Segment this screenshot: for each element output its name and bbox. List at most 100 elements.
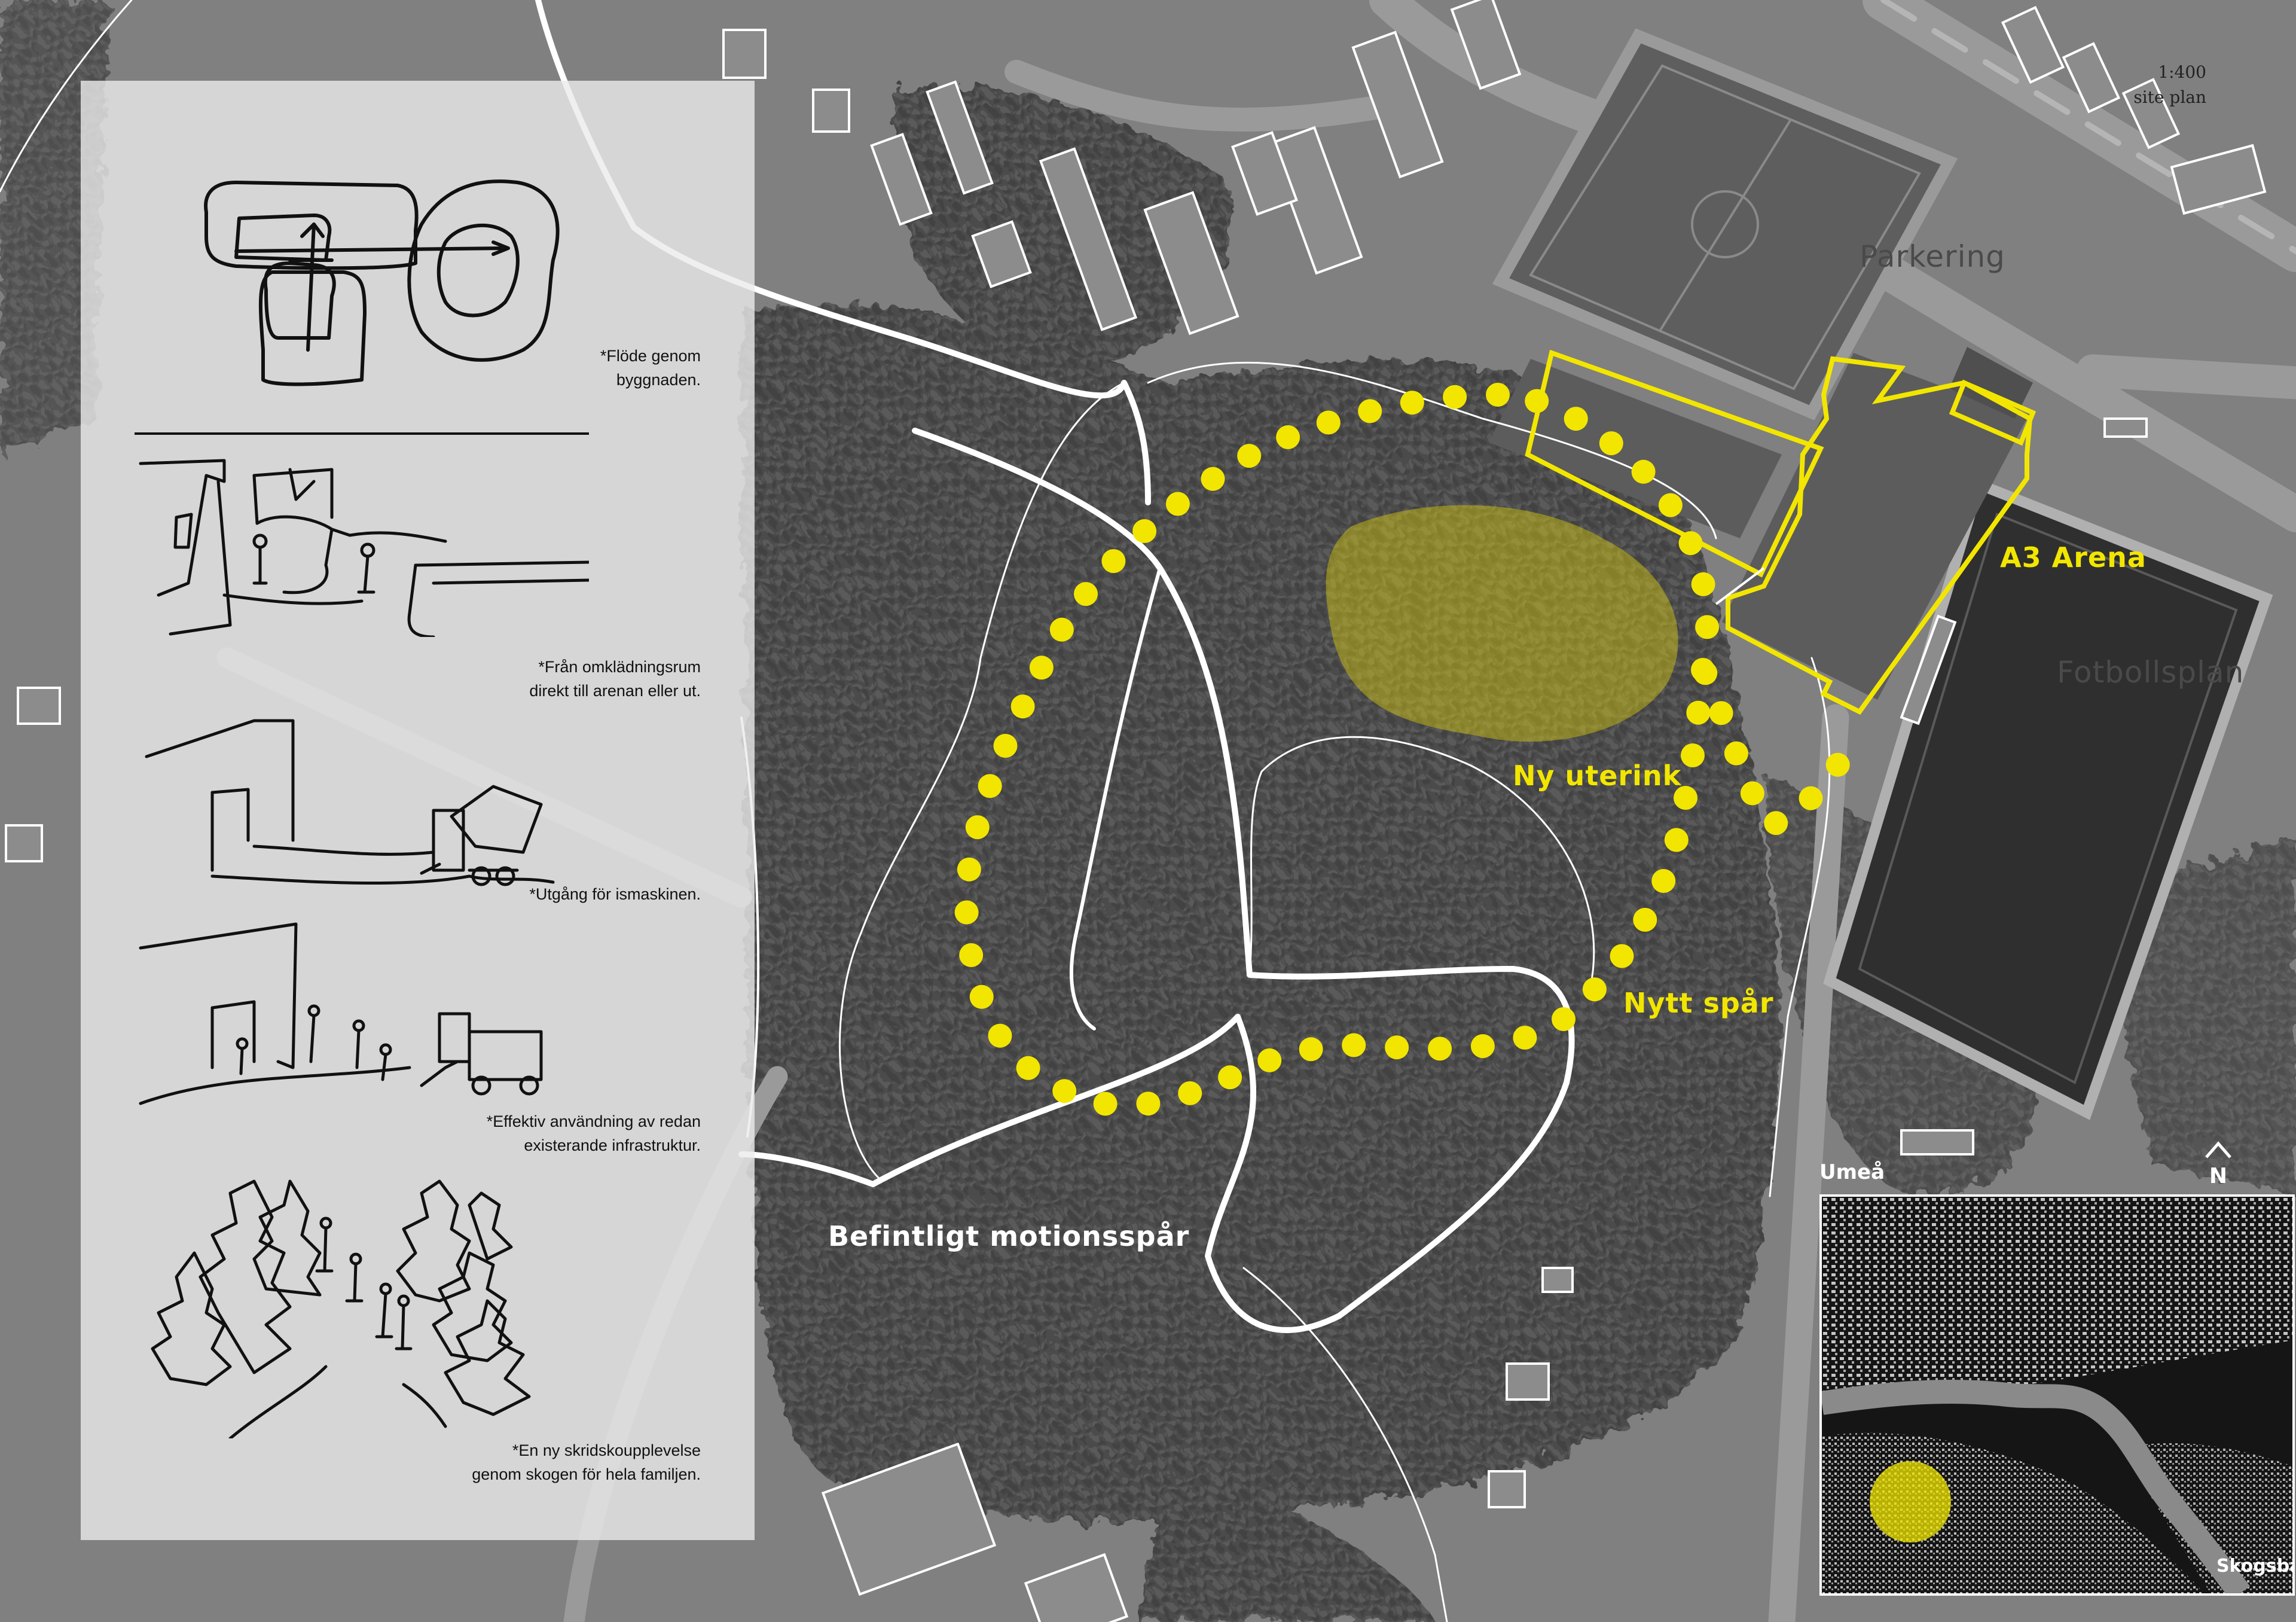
new-trail-dot — [1740, 781, 1764, 806]
new-trail-dot — [969, 984, 994, 1009]
new-trail-dot — [1316, 410, 1341, 435]
existing-trail-label: Befintligt motionsspår — [828, 1220, 1190, 1252]
inset-place-label: Skogsbana — [2216, 1556, 2292, 1577]
new-trail-dot — [1633, 907, 1657, 932]
scale-caption: site plan — [2133, 87, 2206, 107]
new-trail-dot — [1825, 752, 1850, 777]
caption-line: *En ny skridskoupplevelse — [512, 1441, 701, 1459]
new-trail-dot — [993, 734, 1018, 758]
inset-locator-map: Skogsbana — [1819, 1194, 2295, 1596]
new-trail-dot — [1074, 582, 1098, 606]
new-trail-dot — [1552, 1007, 1576, 1031]
site-location-marker — [1870, 1461, 1951, 1542]
caption-line: *Utgång för ismaskinen. — [529, 885, 701, 903]
new-trail — [954, 383, 1850, 1116]
new-trail-dot — [1486, 383, 1510, 407]
new-trail-dot — [965, 815, 990, 840]
new-trail-dot — [1470, 1034, 1495, 1059]
football-pitch-north — [1492, 28, 1958, 420]
new-trail-dot — [1681, 743, 1705, 767]
new-trail-dot — [1658, 493, 1683, 517]
north-arrow: N — [2200, 1139, 2236, 1188]
legend-caption-4: *Effektiv användning av redan existerand… — [487, 1109, 701, 1157]
new-trail-dot — [1016, 1056, 1040, 1080]
new-trail-dot — [1799, 786, 1823, 810]
new-trail-dot — [988, 1023, 1012, 1048]
new-trail-dot — [1136, 1092, 1161, 1116]
new-trail-dot — [959, 943, 984, 967]
legend-caption-5: *En ny skridskoupplevelse genom skogen f… — [472, 1438, 701, 1486]
new-trail-dot — [1631, 459, 1656, 484]
new-trail-dot — [1686, 700, 1711, 725]
new-trail-dot — [1525, 389, 1549, 413]
new-trail-dot — [1400, 391, 1424, 415]
new-trail-dot — [1691, 572, 1715, 596]
new-trail-dot — [1257, 1048, 1282, 1072]
new-trail-dot — [978, 774, 1002, 798]
scale-ratio: 1:400 — [2158, 62, 2206, 82]
arena-outline — [1525, 349, 2037, 715]
arena-label: A3 Arena — [2000, 541, 2147, 574]
new-trail-dot — [1029, 655, 1054, 680]
new-trail-dot — [1709, 701, 1733, 725]
arena-entrance-line — [1715, 567, 1765, 605]
new-trail-dot — [1695, 615, 1720, 639]
residential-buildings — [5, 0, 2267, 1622]
new-trail-dot — [1610, 944, 1634, 968]
new-trail-dot — [1165, 492, 1190, 516]
north-label: N — [2209, 1164, 2228, 1188]
new-trail-dot — [1010, 694, 1035, 719]
new-trail-dot — [1664, 828, 1689, 852]
new-trail-dot — [1052, 1079, 1077, 1103]
new-trail-dot — [1358, 399, 1382, 423]
new-trail-dot — [1218, 1065, 1242, 1090]
caption-line: direkt till arenan eller ut. — [529, 682, 701, 700]
new-trail-dot — [954, 900, 979, 925]
new-trail-label: Nytt spår — [1623, 987, 1774, 1019]
caption-line: genom skogen för hela familjen. — [472, 1465, 701, 1483]
caption-line: *Flöde genom — [600, 347, 701, 365]
legend-caption-2: *Från omklädningsrum direkt till arenan … — [529, 655, 701, 703]
new-trail-dot — [1299, 1037, 1323, 1062]
arena-buildings — [1489, 347, 2033, 700]
new-trail-dot — [1651, 869, 1676, 893]
parking-label: Parkering — [1860, 239, 2005, 274]
new-trail-dot — [1443, 385, 1467, 409]
new-trail-dot — [1764, 811, 1788, 836]
new-trail-dot — [1132, 519, 1157, 543]
new-trail-dot — [1049, 617, 1074, 642]
new-trail-dot — [1101, 549, 1126, 574]
caption-line: existerande infrastruktur. — [524, 1136, 701, 1154]
legend-caption-3: *Utgång för ismaskinen. — [529, 882, 701, 906]
legend-panel: *Flöde genom byggnaden. *Från omklädning… — [81, 81, 755, 1540]
scale-block: 1:400 site plan — [2133, 60, 2206, 110]
ice-machine-icon — [145, 719, 555, 886]
inset-map-graphic — [1822, 1197, 2292, 1593]
new-trail-dot — [1582, 977, 1607, 1002]
new-rink-label: Ny uterink — [1513, 760, 1682, 792]
inset-city-label: Umeå — [1819, 1160, 1885, 1184]
infrastructure-icon — [139, 922, 543, 1105]
caption-line: byggnaden. — [616, 371, 701, 389]
north-arrow-icon — [2205, 1141, 2231, 1158]
new-trail-dot — [1385, 1035, 1409, 1060]
football-field-label: Fotbollsplan — [2057, 655, 2245, 690]
new-trail-dot — [1428, 1036, 1452, 1061]
new-trail-dot — [1599, 431, 1623, 456]
new-trail-dot — [1564, 407, 1588, 431]
forest-skating-icon — [151, 1179, 531, 1438]
flow-diagram-icon — [135, 179, 589, 435]
new-trail-dot — [1513, 1026, 1537, 1050]
legend-caption-1: *Flöde genom byggnaden. — [600, 344, 701, 392]
new-trail-dot — [1178, 1081, 1202, 1105]
caption-line: *Effektiv användning av redan — [486, 1112, 701, 1130]
new-trail-dot — [1674, 786, 1697, 810]
new-trail-dot — [1724, 741, 1748, 766]
new-trail-dot — [1342, 1033, 1366, 1057]
changing-room-icon — [139, 459, 589, 637]
new-trail-dot — [1693, 661, 1718, 685]
new-rink-area — [1326, 505, 1678, 742]
caption-line: *Från omklädningsrum — [538, 658, 701, 676]
new-trail-dot — [1237, 444, 1262, 468]
new-trail-dot — [957, 857, 981, 882]
